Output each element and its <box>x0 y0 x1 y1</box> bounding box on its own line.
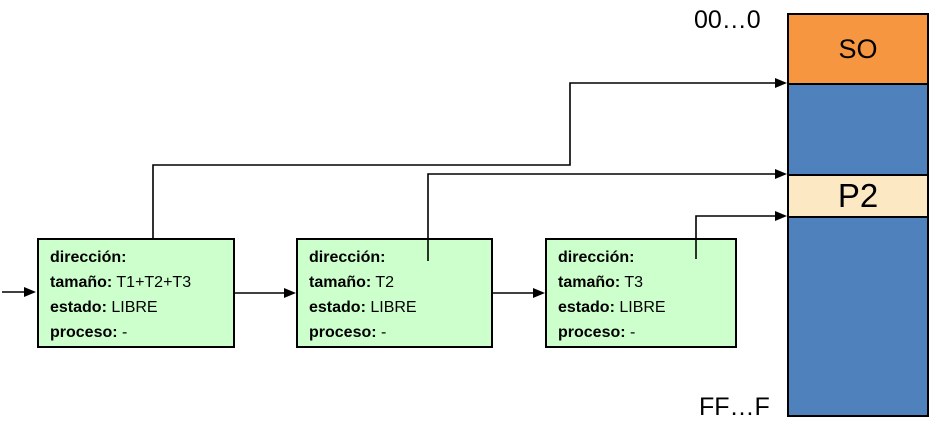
field-estado: estado: LIBRE <box>50 299 158 316</box>
field-proceso: proceso: - <box>558 324 636 341</box>
node2-to-node3-arrow <box>493 288 545 298</box>
field-proceso: proceso: - <box>50 324 128 341</box>
list-head-arrow <box>2 287 36 297</box>
field-estado: estado: LIBRE <box>309 299 417 316</box>
node1-direccion-pointer-arrow <box>152 78 787 238</box>
address-bottom-label: FF…F <box>699 393 770 421</box>
field-estado: estado: LIBRE <box>558 299 666 316</box>
field-tamano: tamaño: T3 <box>558 274 644 291</box>
memory-segment-p2-label: P2 <box>837 177 879 214</box>
field-direccion: dirección: <box>558 249 635 266</box>
memory-map-bar: SO P2 <box>787 13 929 417</box>
memory-segment-p2: P2 <box>789 174 927 218</box>
field-proceso: proceso: - <box>309 324 387 341</box>
freelist-node-3: dirección: tamaño: T3 estado: LIBRE proc… <box>545 238 737 348</box>
freelist-node-2: dirección: tamaño: T2 estado: LIBRE proc… <box>296 238 493 348</box>
memory-segment-so-label: SO <box>838 33 878 64</box>
freelist-node-1: dirección: tamaño: T1+T2+T3 estado: LIBR… <box>37 238 235 348</box>
address-top-label: 00…0 <box>694 6 761 34</box>
field-direccion: dirección: <box>309 249 386 266</box>
field-tamano: tamaño: T1+T2+T3 <box>50 274 192 291</box>
memory-segment-used-1 <box>789 85 927 174</box>
field-direccion: dirección: <box>50 249 127 266</box>
node1-to-node2-arrow <box>235 288 296 298</box>
memory-segment-used-2 <box>789 218 927 415</box>
memory-segment-so: SO <box>789 15 927 85</box>
field-tamano: tamaño: T2 <box>309 274 395 291</box>
